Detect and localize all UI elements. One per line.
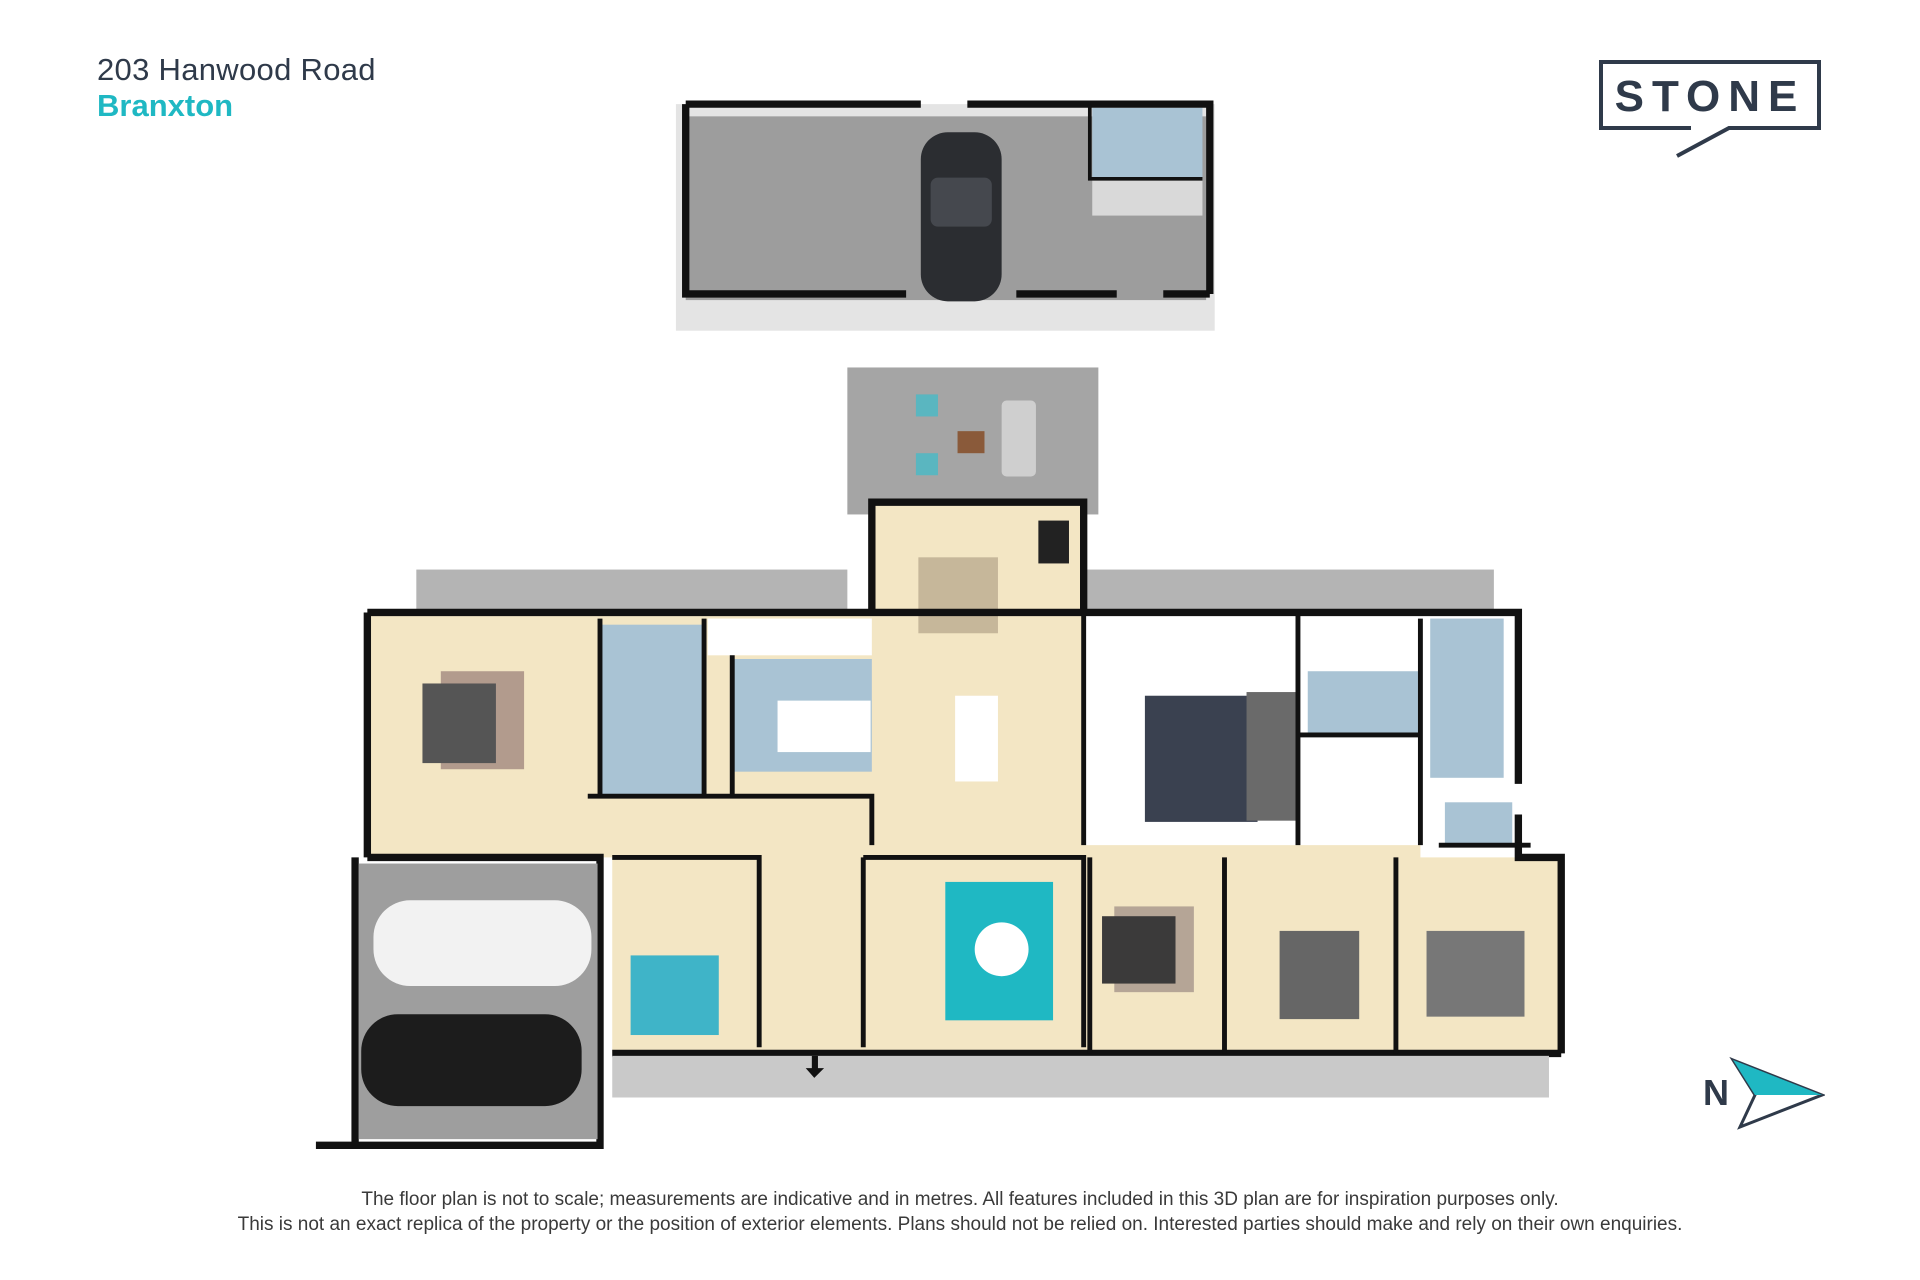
property-suburb: Branxton xyxy=(97,88,234,123)
shed-bathroom xyxy=(1092,107,1203,179)
north-label: N xyxy=(1703,1072,1729,1113)
laundry xyxy=(1430,618,1504,778)
stone-logo: STONE xyxy=(1599,60,1821,130)
north-arrow-icon xyxy=(1729,1056,1825,1130)
bathroom xyxy=(1307,671,1418,735)
main-house xyxy=(315,498,1565,1149)
entry-arrow-icon xyxy=(805,1055,825,1078)
rear-patio xyxy=(847,367,1099,515)
disclaimer: The floor plan is not to scale; measurem… xyxy=(0,1187,1920,1237)
disclaimer-line-1: The floor plan is not to scale; measurem… xyxy=(361,1189,1559,1210)
ensuite xyxy=(600,624,705,797)
front-verandah xyxy=(612,1055,1549,1098)
car-icon xyxy=(373,900,592,987)
garage xyxy=(358,863,598,1140)
disclaimer-line-2: This is not an exact replica of the prop… xyxy=(237,1214,1683,1235)
logo-speech-tail xyxy=(1599,126,1821,158)
dining-table xyxy=(955,695,998,782)
property-address: 203 Hanwood Road xyxy=(97,52,376,87)
car-icon xyxy=(361,1014,582,1107)
rug xyxy=(630,955,719,1036)
toilet xyxy=(1444,802,1513,846)
rug xyxy=(1144,695,1258,822)
detached-garage xyxy=(675,100,1215,331)
sofa xyxy=(1246,692,1298,821)
